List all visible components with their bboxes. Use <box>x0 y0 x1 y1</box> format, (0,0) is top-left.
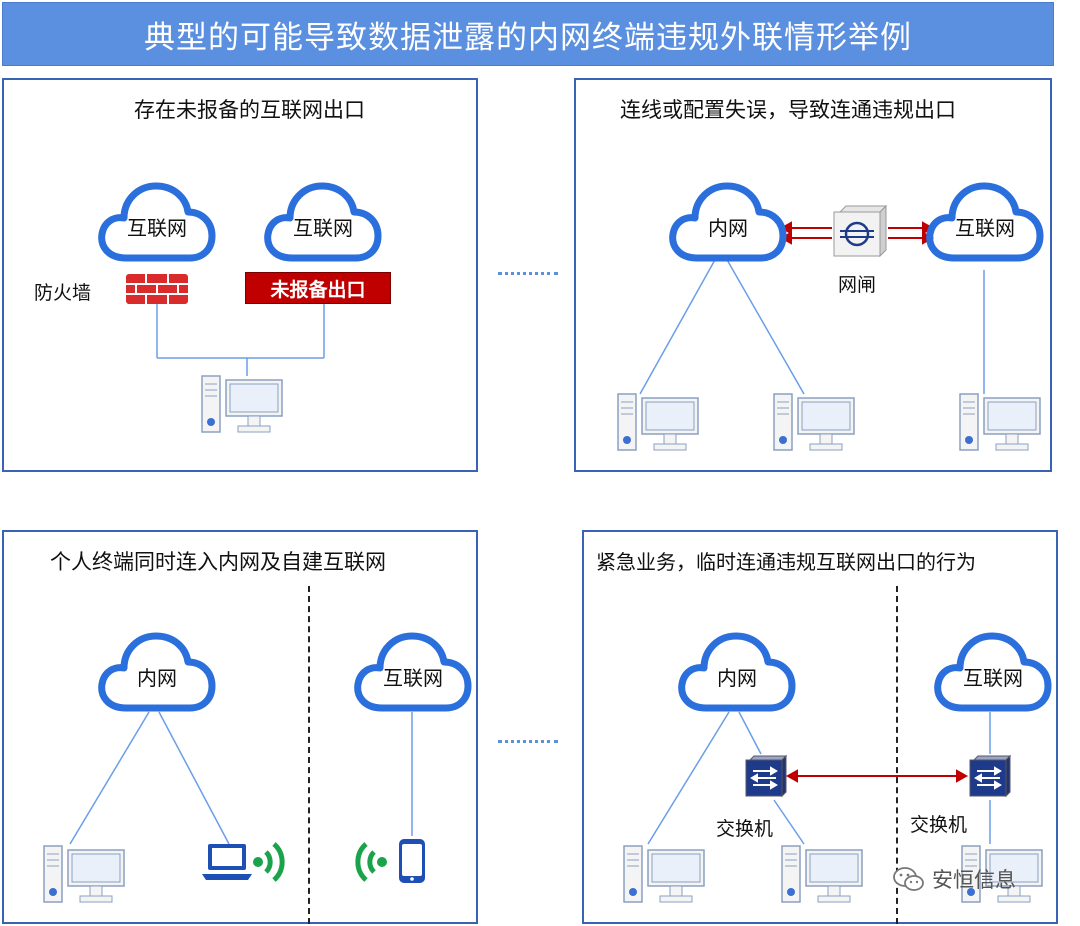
intranet-cloud: 内网 <box>676 626 798 722</box>
desktop-pc-icon <box>780 844 864 906</box>
desktop-pc-icon <box>200 374 284 436</box>
panel-title: 连线或配置失误，导致连通违规出口 <box>620 98 956 122</box>
internet-cloud: 互联网 <box>932 626 1054 722</box>
internet-cloud: 互联网 <box>262 176 384 272</box>
phone-icon <box>399 839 425 883</box>
panel-misconfiguration: 连线或配置失误，导致连通违规出口 内网 互联网 网闸 <box>574 78 1052 472</box>
ellipsis-dots <box>498 740 558 743</box>
connection-lines <box>639 221 985 395</box>
watermark: 安恒信息 <box>892 860 1052 898</box>
connection-lines <box>647 711 991 845</box>
panel-title: 紧急业务，临时连通违规互联网出口的行为 <box>596 550 976 574</box>
internet-cloud: 互联网 <box>924 176 1046 272</box>
switch-icon <box>745 754 788 798</box>
switch-label: 交换机 <box>716 818 774 840</box>
watermark-text: 安恒信息 <box>932 868 1016 892</box>
unreported-exit-box: 未报备出口 <box>245 272 391 304</box>
cloud-icon <box>678 632 796 712</box>
panel-title: 存在未报备的互联网出口 <box>134 98 365 122</box>
desktop-pc-icon <box>616 392 700 454</box>
desktop-pc-icon <box>958 392 1042 454</box>
cloud-icon <box>98 182 216 262</box>
panel-emergency-connection: 紧急业务，临时连通违规互联网出口的行为 内网 互联网 <box>582 530 1058 924</box>
connection-lines <box>69 711 413 845</box>
cloud-icon <box>926 182 1044 262</box>
internet-cloud: 互联网 <box>96 176 218 272</box>
gateway-label: 网闸 <box>838 274 877 296</box>
cloud-icon <box>264 182 382 262</box>
intranet-cloud: 内网 <box>667 176 789 272</box>
firewall-icon <box>126 274 188 304</box>
switch-icon <box>969 754 1012 798</box>
ellipsis-dots <box>498 272 558 275</box>
internet-cloud: 互联网 <box>352 626 474 722</box>
cloud-icon <box>354 632 472 712</box>
switch-label: 交换机 <box>910 814 968 836</box>
desktop-pc-icon <box>622 844 706 906</box>
desktop-pc-icon <box>960 844 1044 906</box>
desktop-pc-icon <box>772 392 856 454</box>
wechat-icon <box>893 867 924 891</box>
firewall-label: 防火墙 <box>34 282 92 304</box>
panel-unreported-exit: 存在未报备的互联网出口 互联网 互联网 防火墙 未报备出口 <box>2 78 478 472</box>
cloud-icon <box>98 632 216 712</box>
wifi-icon <box>253 842 285 882</box>
divider-line <box>308 586 310 924</box>
divider-line <box>896 586 898 924</box>
cloud-icon <box>669 182 787 262</box>
panel-title: 个人终端同时连入内网及自建互联网 <box>50 550 386 574</box>
panel-dual-connection: 个人终端同时连入内网及自建互联网 内网 互联网 <box>2 530 478 924</box>
diagram-title: 典型的可能导致数据泄露的内网终端违规外联情形举例 <box>2 2 1054 66</box>
gateway-icon <box>833 204 888 258</box>
intranet-cloud: 内网 <box>96 626 218 722</box>
wifi-icon <box>355 842 387 882</box>
laptop-icon <box>202 844 252 880</box>
desktop-pc-icon <box>42 844 126 906</box>
cloud-icon <box>934 632 1052 712</box>
